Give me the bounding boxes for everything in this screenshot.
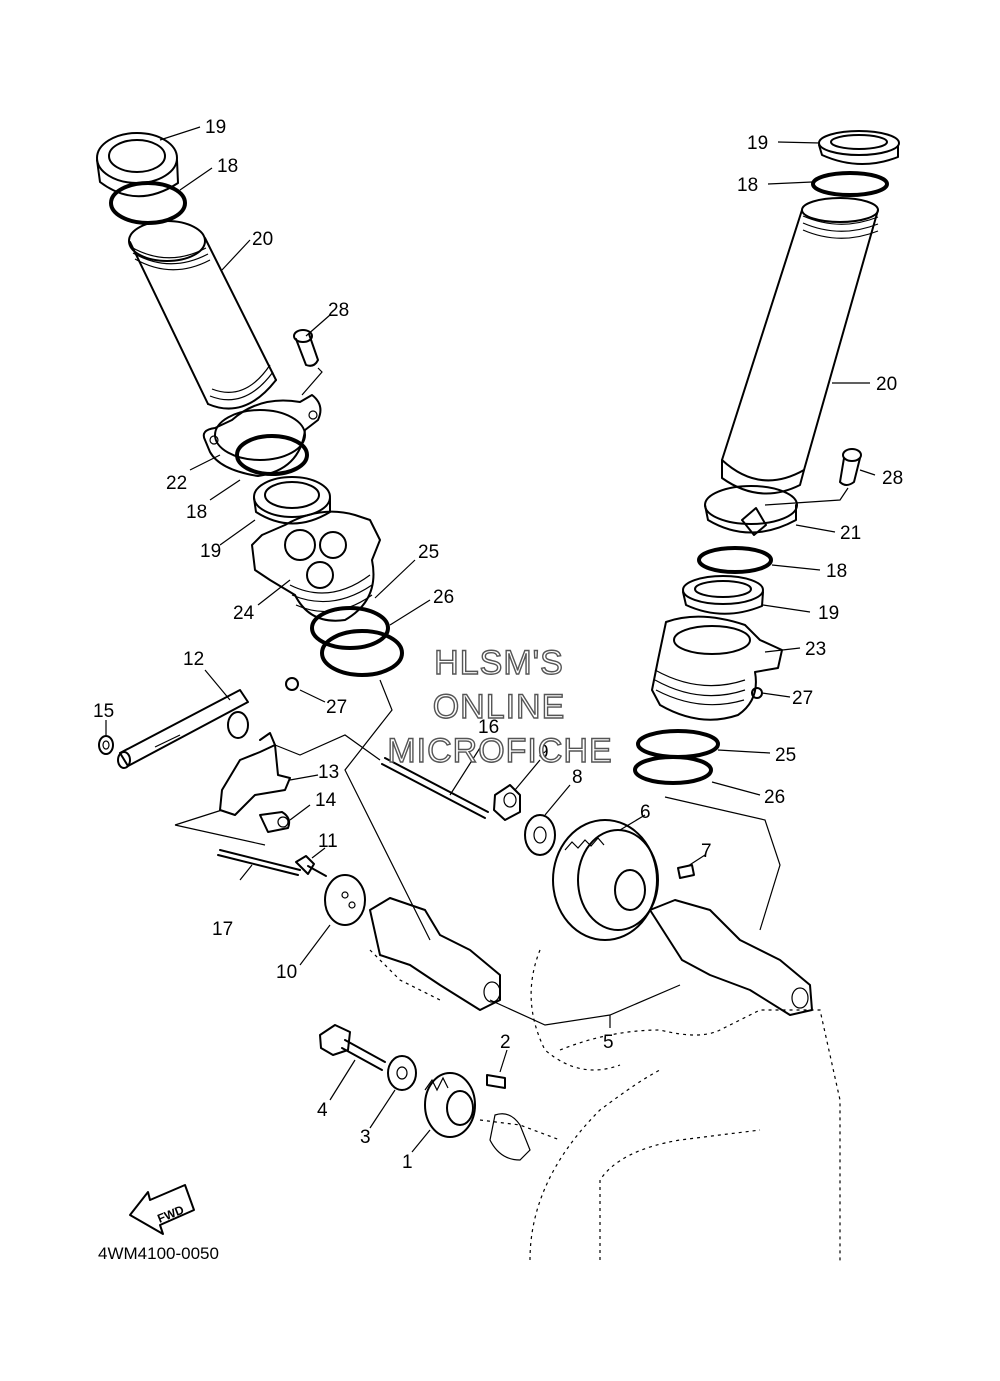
sprocket-1 (424, 1072, 476, 1138)
callout-18b: 18 (186, 502, 207, 523)
washer-3 (387, 1055, 417, 1091)
callout-1: 1 (402, 1152, 413, 1173)
left-bolt-28 (293, 329, 319, 367)
callout-11: 11 (318, 831, 338, 852)
callout-3: 3 (360, 1127, 371, 1148)
left-oring-26 (320, 629, 404, 677)
lever-13 (219, 732, 291, 816)
gear-6 (552, 819, 659, 941)
key-2 (486, 1074, 506, 1089)
camshaft-5a (369, 897, 501, 1011)
plate-10 (324, 874, 366, 926)
right-oring-25 (636, 729, 720, 759)
right-housing-23 (651, 615, 783, 721)
callout-6: 6 (640, 802, 651, 823)
leader-lines (105, 126, 876, 1153)
callout-20b: 20 (876, 374, 897, 395)
left-oring-25 (310, 606, 390, 650)
callout-18c: 18 (737, 175, 758, 196)
callout-15: 15 (93, 701, 114, 722)
callout-20: 20 (252, 229, 273, 250)
rod-12 (117, 689, 249, 769)
left-clip-27 (285, 677, 299, 691)
watermark-line-2: ONLINE (433, 688, 566, 726)
right-tube-20 (721, 197, 879, 495)
callout-19c: 19 (747, 133, 768, 154)
callout-8: 8 (572, 767, 583, 788)
callout-14: 14 (315, 790, 337, 811)
callout-2: 2 (500, 1032, 511, 1053)
callout-25b: 25 (775, 745, 796, 766)
callout-9: 9 (538, 742, 549, 763)
callout-17: 17 (212, 919, 233, 940)
right-oring-18 (811, 171, 889, 197)
key-7 (677, 864, 695, 879)
callout-labels: 1 2 3 4 5 6 7 8 9 10 11 12 13 14 15 16 1… (93, 117, 903, 1173)
callout-10: 10 (276, 962, 297, 983)
diagram-code: 4WM4100-0050 (98, 1244, 219, 1263)
callout-5: 5 (603, 1032, 614, 1053)
bolt-4 (319, 1024, 386, 1071)
bolt-14 (259, 811, 291, 833)
callout-25: 25 (418, 542, 439, 563)
nut-9 (493, 784, 521, 821)
watermark-line-3: MICROFICHE (387, 732, 612, 770)
callout-27: 27 (326, 697, 347, 718)
callout-23: 23 (805, 639, 826, 660)
crankshaft-ghost (479, 949, 841, 1262)
right-cap-19 (818, 130, 900, 166)
pin-17 (217, 849, 301, 876)
rod-16 (381, 757, 489, 819)
callout-13: 13 (318, 762, 339, 783)
bolt-11 (295, 855, 327, 877)
left-tube-20 (128, 220, 277, 410)
callout-7: 7 (701, 841, 712, 862)
callout-16: 16 (478, 717, 499, 738)
right-oring-18b (697, 546, 773, 574)
callout-27b: 27 (792, 688, 813, 709)
callout-21: 21 (840, 523, 861, 544)
callout-12: 12 (183, 649, 204, 670)
washer-15 (98, 735, 114, 755)
right-clamp-21 (704, 485, 798, 536)
right-bolt-28 (839, 448, 862, 486)
callout-28: 28 (328, 300, 349, 321)
watermark: HLSM'S ONLINE MICROFICHE (387, 643, 613, 770)
right-oring-26 (633, 755, 713, 785)
washer-8 (524, 814, 556, 856)
callout-28b: 28 (882, 468, 903, 489)
left-oring-18 (109, 181, 187, 225)
callout-4: 4 (317, 1100, 328, 1121)
left-oring-18b (235, 434, 309, 476)
callout-24: 24 (233, 603, 255, 624)
fwd-label: FWD (155, 1202, 186, 1225)
camshaft-5b (649, 899, 813, 1016)
callout-18: 18 (217, 156, 238, 177)
callout-18d: 18 (826, 561, 847, 582)
callout-19b: 19 (200, 541, 221, 562)
watermark-line-1: HLSM'S (434, 644, 564, 682)
right-cap-19b (682, 575, 764, 615)
callout-26: 26 (433, 587, 454, 608)
callout-22: 22 (166, 473, 187, 494)
left-clamp-22 (202, 394, 322, 477)
callout-19d: 19 (818, 603, 839, 624)
fwd-arrow-icon: FWD (129, 1184, 195, 1235)
left-housing-24 (251, 510, 381, 622)
callout-19: 19 (205, 117, 226, 138)
callout-26b: 26 (764, 787, 785, 808)
left-cap-19b (253, 476, 331, 525)
